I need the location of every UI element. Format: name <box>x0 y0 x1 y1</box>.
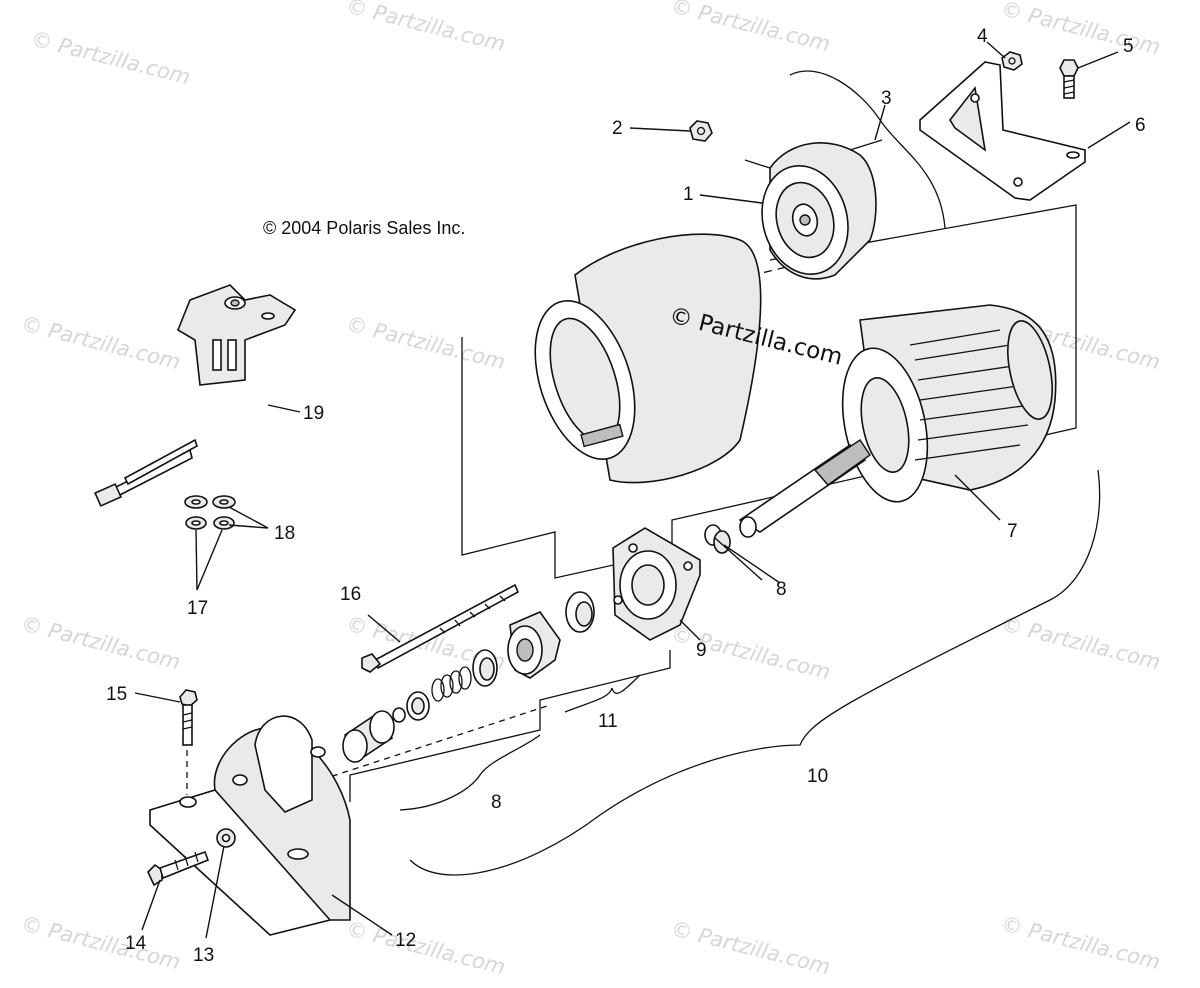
callout-3: 3 <box>881 88 892 109</box>
watermark: © Partzilla.com <box>999 612 1163 675</box>
pinion-gear-11 <box>507 611 561 679</box>
armature-7 <box>738 304 1057 538</box>
callout-15: 15 <box>106 684 127 705</box>
watermark: © Partzilla.com <box>29 27 193 90</box>
mount-guide <box>349 650 671 802</box>
watermark: © Partzilla.com <box>19 612 183 675</box>
bolt-5 <box>1059 59 1079 99</box>
callout-8-lower: 8 <box>491 792 502 813</box>
callout-11: 11 <box>598 711 618 732</box>
watermark: © Partzilla.com <box>669 917 833 980</box>
group-braces <box>399 469 1101 876</box>
watermark: © Partzilla.com <box>999 912 1163 975</box>
callout-7: 7 <box>1007 521 1018 542</box>
brace-10 <box>409 469 1101 876</box>
brace-8-lower <box>399 734 541 811</box>
watermark: © Partzilla.com <box>999 0 1163 59</box>
callout-17: 17 <box>187 598 208 619</box>
mounting-bracket-6 <box>919 61 1086 201</box>
brace-11 <box>564 674 641 713</box>
solenoid-19 <box>94 284 297 507</box>
drive-end-housing-9 <box>612 527 701 641</box>
mounting-bracket-12 <box>149 715 351 936</box>
copyright-text: © 2004 Polaris Sales Inc. <box>263 218 465 238</box>
callout-8-upper: 8 <box>776 579 787 600</box>
callout-9: 9 <box>696 640 707 661</box>
callout-14: 14 <box>125 933 147 954</box>
lock-washer-13 <box>216 828 236 848</box>
nut-4 <box>1001 51 1023 71</box>
watermark: © Partzilla.com <box>669 0 833 56</box>
bolt-15 <box>179 689 198 746</box>
watermark: © Partzilla.com <box>344 917 508 980</box>
callout-5: 5 <box>1123 36 1134 57</box>
callout-10: 10 <box>807 766 828 787</box>
callout-6: 6 <box>1135 115 1146 136</box>
callout-19: 19 <box>303 403 324 424</box>
callout-labels: 1 2 3 4 5 6 7 8 8 9 10 11 12 13 14 15 16… <box>106 26 1146 966</box>
callout-12: 12 <box>395 930 416 951</box>
washers-17-18 <box>184 495 236 530</box>
watermark: © Partzilla.com <box>19 312 183 375</box>
watermark: © Partzilla.com <box>669 622 833 685</box>
through-bolt-16 <box>361 583 520 673</box>
motor-housing <box>534 233 762 484</box>
callout-2: 2 <box>612 118 623 139</box>
watermark: © Partzilla.com <box>344 312 508 375</box>
spring-collar-8 <box>342 649 498 763</box>
callout-13: 13 <box>193 945 214 966</box>
leader-lines <box>134 41 1131 939</box>
watermark: © Partzilla.com <box>344 0 508 56</box>
callout-1: 1 <box>683 184 694 205</box>
watermark: © Partzilla.com <box>19 912 183 975</box>
end-cap-1 <box>744 139 883 280</box>
pinion-cover <box>565 591 595 633</box>
callout-18: 18 <box>274 523 295 544</box>
callout-16: 16 <box>340 584 361 605</box>
bolt-14 <box>147 850 210 887</box>
callout-4: 4 <box>977 26 988 47</box>
nut-2 <box>689 120 713 142</box>
